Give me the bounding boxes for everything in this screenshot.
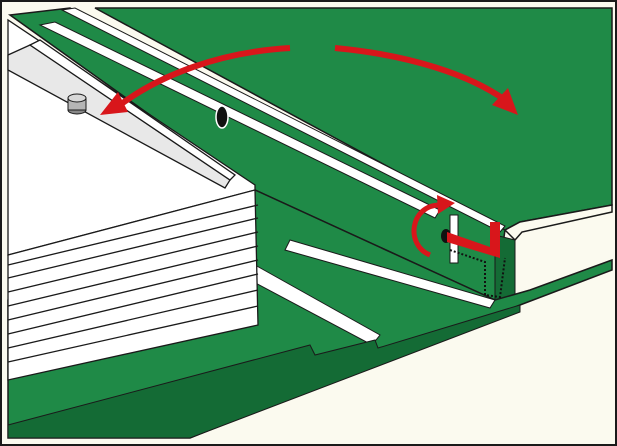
base-seam-2 bbox=[284, 239, 496, 309]
rail-hole bbox=[215, 105, 229, 129]
small-rotation-arrow bbox=[411, 202, 441, 258]
alignment-peg bbox=[67, 93, 87, 115]
rail-stripe-1 bbox=[60, 7, 506, 233]
rotation-arrow bbox=[118, 45, 507, 108]
base-front-edge bbox=[7, 304, 521, 439]
arrow-head-right bbox=[492, 88, 518, 115]
small-arrow-head bbox=[437, 195, 455, 214]
hidden-lever-outline bbox=[449, 249, 506, 299]
lock-lever bbox=[447, 222, 500, 258]
sheet-stack bbox=[7, 18, 259, 381]
arrow-head-left bbox=[100, 92, 128, 115]
